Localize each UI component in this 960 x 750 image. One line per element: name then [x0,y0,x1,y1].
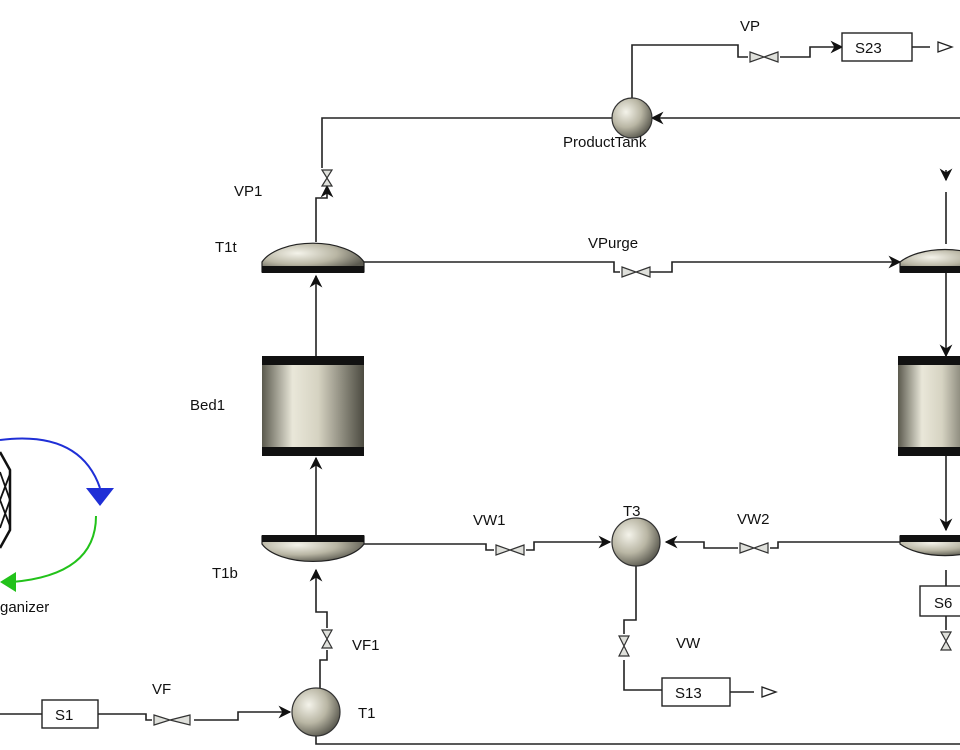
product-tank[interactable] [611,97,653,139]
organizer-icon[interactable] [0,437,114,592]
label-s13: S13 [675,685,702,702]
label-organizer: ganizer [0,599,49,616]
outlet-arrow-s23 [937,41,954,53]
valve-vw2[interactable] [739,542,769,554]
valve-vf[interactable] [153,714,191,726]
stream-s1-box[interactable] [41,699,99,729]
label-t3: T3 [623,503,641,520]
head-right-top[interactable] [899,248,960,273]
label-vp: VP [740,18,760,35]
label-vw1: VW1 [473,512,506,529]
head-t1b[interactable] [261,535,365,563]
pipes [0,40,960,745]
valve-vp1[interactable] [320,169,334,187]
label-t1b: T1b [212,565,238,582]
label-s6: S6 [934,595,952,612]
valve-right[interactable] [939,631,953,651]
outlet-arrow-s13 [761,686,778,698]
valve-vp[interactable] [749,51,779,63]
stream-s6-box[interactable] [919,585,960,617]
label-vf: VF [152,681,171,698]
mixer-t3[interactable] [611,517,661,567]
stream-s13-box[interactable] [661,677,731,707]
valve-vw[interactable] [618,635,630,657]
label-s23: S23 [855,40,882,57]
label-vf1: VF1 [352,637,380,654]
label-t1: T1 [358,705,376,722]
bed1-column[interactable] [262,356,364,456]
label-s1: S1 [55,707,73,724]
label-t1t: T1t [215,239,238,256]
mixer-t1[interactable] [291,687,341,737]
head-right-bottom[interactable] [899,535,960,557]
label-product-tank: ProductTank [563,134,647,151]
valve-vpurge[interactable] [621,266,651,278]
head-t1t[interactable] [261,242,365,273]
label-vp1: VP1 [234,183,262,200]
valve-vw1[interactable] [495,544,525,556]
label-vw2: VW2 [737,511,770,528]
label-vw: VW [676,635,701,652]
label-bed1: Bed1 [190,397,225,414]
valve-vf1[interactable] [320,629,334,649]
label-vpurge: VPurge [588,235,638,252]
bed2-column[interactable] [898,356,960,456]
stream-s23-box[interactable] [841,32,913,62]
